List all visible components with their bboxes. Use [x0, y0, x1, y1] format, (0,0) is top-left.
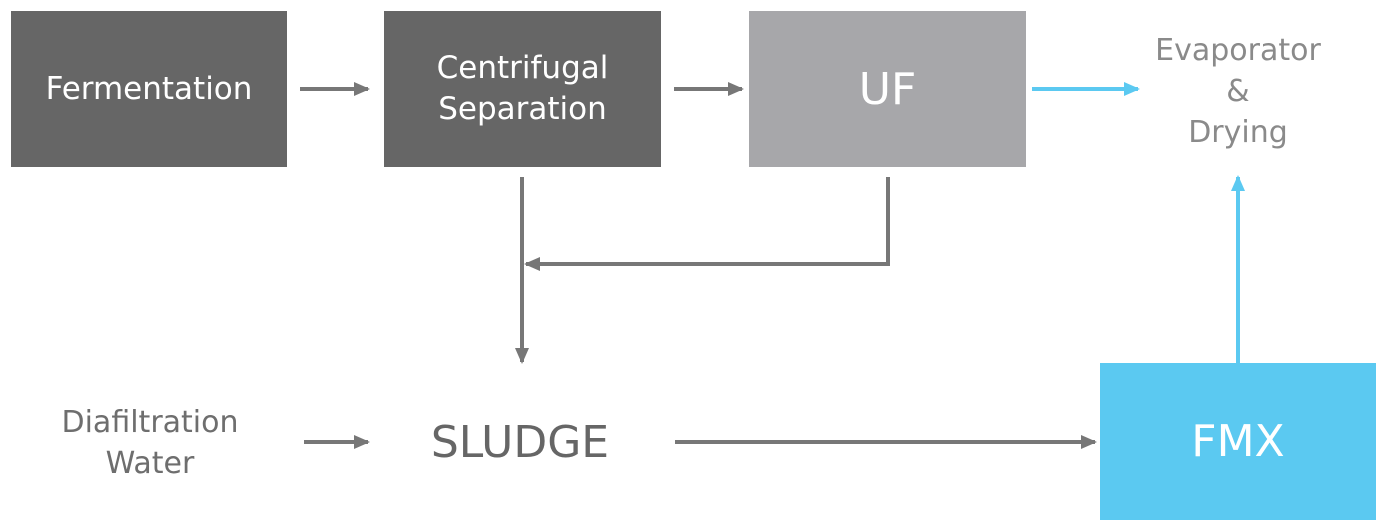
centrifugal-label-line1: Centrifugal: [436, 50, 609, 86]
centrifugal-label-line2: Separation: [438, 91, 607, 127]
fmx-box: FMX: [1100, 363, 1376, 520]
uf-label: UF: [858, 63, 917, 115]
fmx-label: FMX: [1191, 416, 1285, 467]
evaporator-line1: Evaporator: [1155, 33, 1321, 68]
evaporator-drying-label: Evaporator & Drying: [1138, 30, 1338, 153]
arrow-uf-to-sludge: [524, 177, 890, 271]
evaporator-line3: Drying: [1188, 115, 1288, 150]
diafiltration-line1: Diafiltration: [61, 405, 239, 440]
centrifugal-separation-box: Centrifugal Separation: [384, 11, 661, 167]
diafiltration-water-label: Diafiltration Water: [40, 402, 260, 484]
evaporator-line2: &: [1226, 74, 1250, 109]
fermentation-label: Fermentation: [45, 71, 253, 107]
fermentation-box: Fermentation: [11, 11, 287, 167]
uf-box: UF: [749, 11, 1026, 167]
sludge-label: SLUDGE: [430, 417, 610, 468]
diafiltration-line2: Water: [105, 446, 195, 481]
